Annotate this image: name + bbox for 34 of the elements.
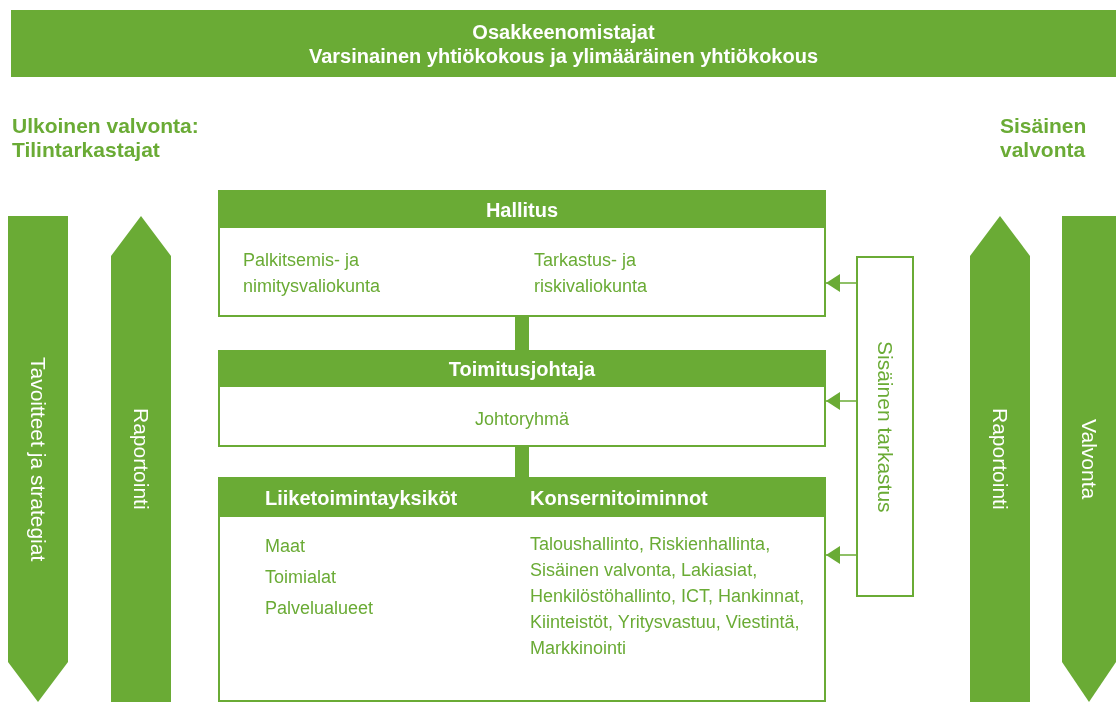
committee-text: Palkitsemis- ja nimitysvaliokunta <box>243 249 382 298</box>
side-box-text: Sisäinen tarkastus <box>873 340 897 513</box>
band-label: Valvonta <box>1077 418 1101 500</box>
functions-text: Taloushallinto, Riskienhallinta, Sisäinen valvonta, Lakiasiat, Henkilöstöhallinto, ICT, Hankinnat, Kiinteistöt, Yritysvastuu, Viestintä, Markkinointi <box>530 533 806 660</box>
box-heading: Liiketoimintayksiköt <box>265 486 458 510</box>
box-heading: Konsernitoiminnot <box>530 486 708 510</box>
arrow <box>825 392 857 410</box>
committee-text: Tarkastus- ja riskivaliokunta <box>534 249 649 298</box>
band-label: Raportointi <box>988 408 1012 510</box>
org-box <box>218 350 826 447</box>
band-label: Tavoitteet ja strategiat <box>26 356 50 562</box>
down-arrow-band <box>8 216 68 702</box>
arrow <box>825 546 857 564</box>
banner-text: Varsinainen yhtiökokous ja ylimääräinen yhtiökokous <box>308 43 819 68</box>
up-arrow-band <box>970 216 1030 702</box>
connector-line <box>515 317 529 350</box>
org-box <box>218 477 826 702</box>
box-heading: Hallitus <box>485 198 559 222</box>
unit-text: Palvelualueet <box>265 597 374 620</box>
connector-line <box>515 447 529 477</box>
section-label: Ulkoinen valvonta: Tilintarkastajat <box>12 114 200 162</box>
arrow <box>825 274 857 292</box>
band-label: Raportointi <box>129 408 153 510</box>
team-text: Johtoryhmä <box>473 408 570 431</box>
side-box <box>856 256 914 597</box>
box-heading: Toimitusjohtaja <box>448 358 596 381</box>
up-arrow-band <box>111 216 171 702</box>
section-label: Sisäinen valvonta <box>1000 114 1088 162</box>
unit-text: Maat <box>265 535 306 558</box>
shareholders-banner <box>11 10 1116 77</box>
down-arrow-band <box>1062 216 1116 702</box>
unit-text: Toimialat <box>265 566 337 589</box>
banner-text: Osakkeenomistajat <box>472 19 655 44</box>
org-box <box>218 190 826 317</box>
